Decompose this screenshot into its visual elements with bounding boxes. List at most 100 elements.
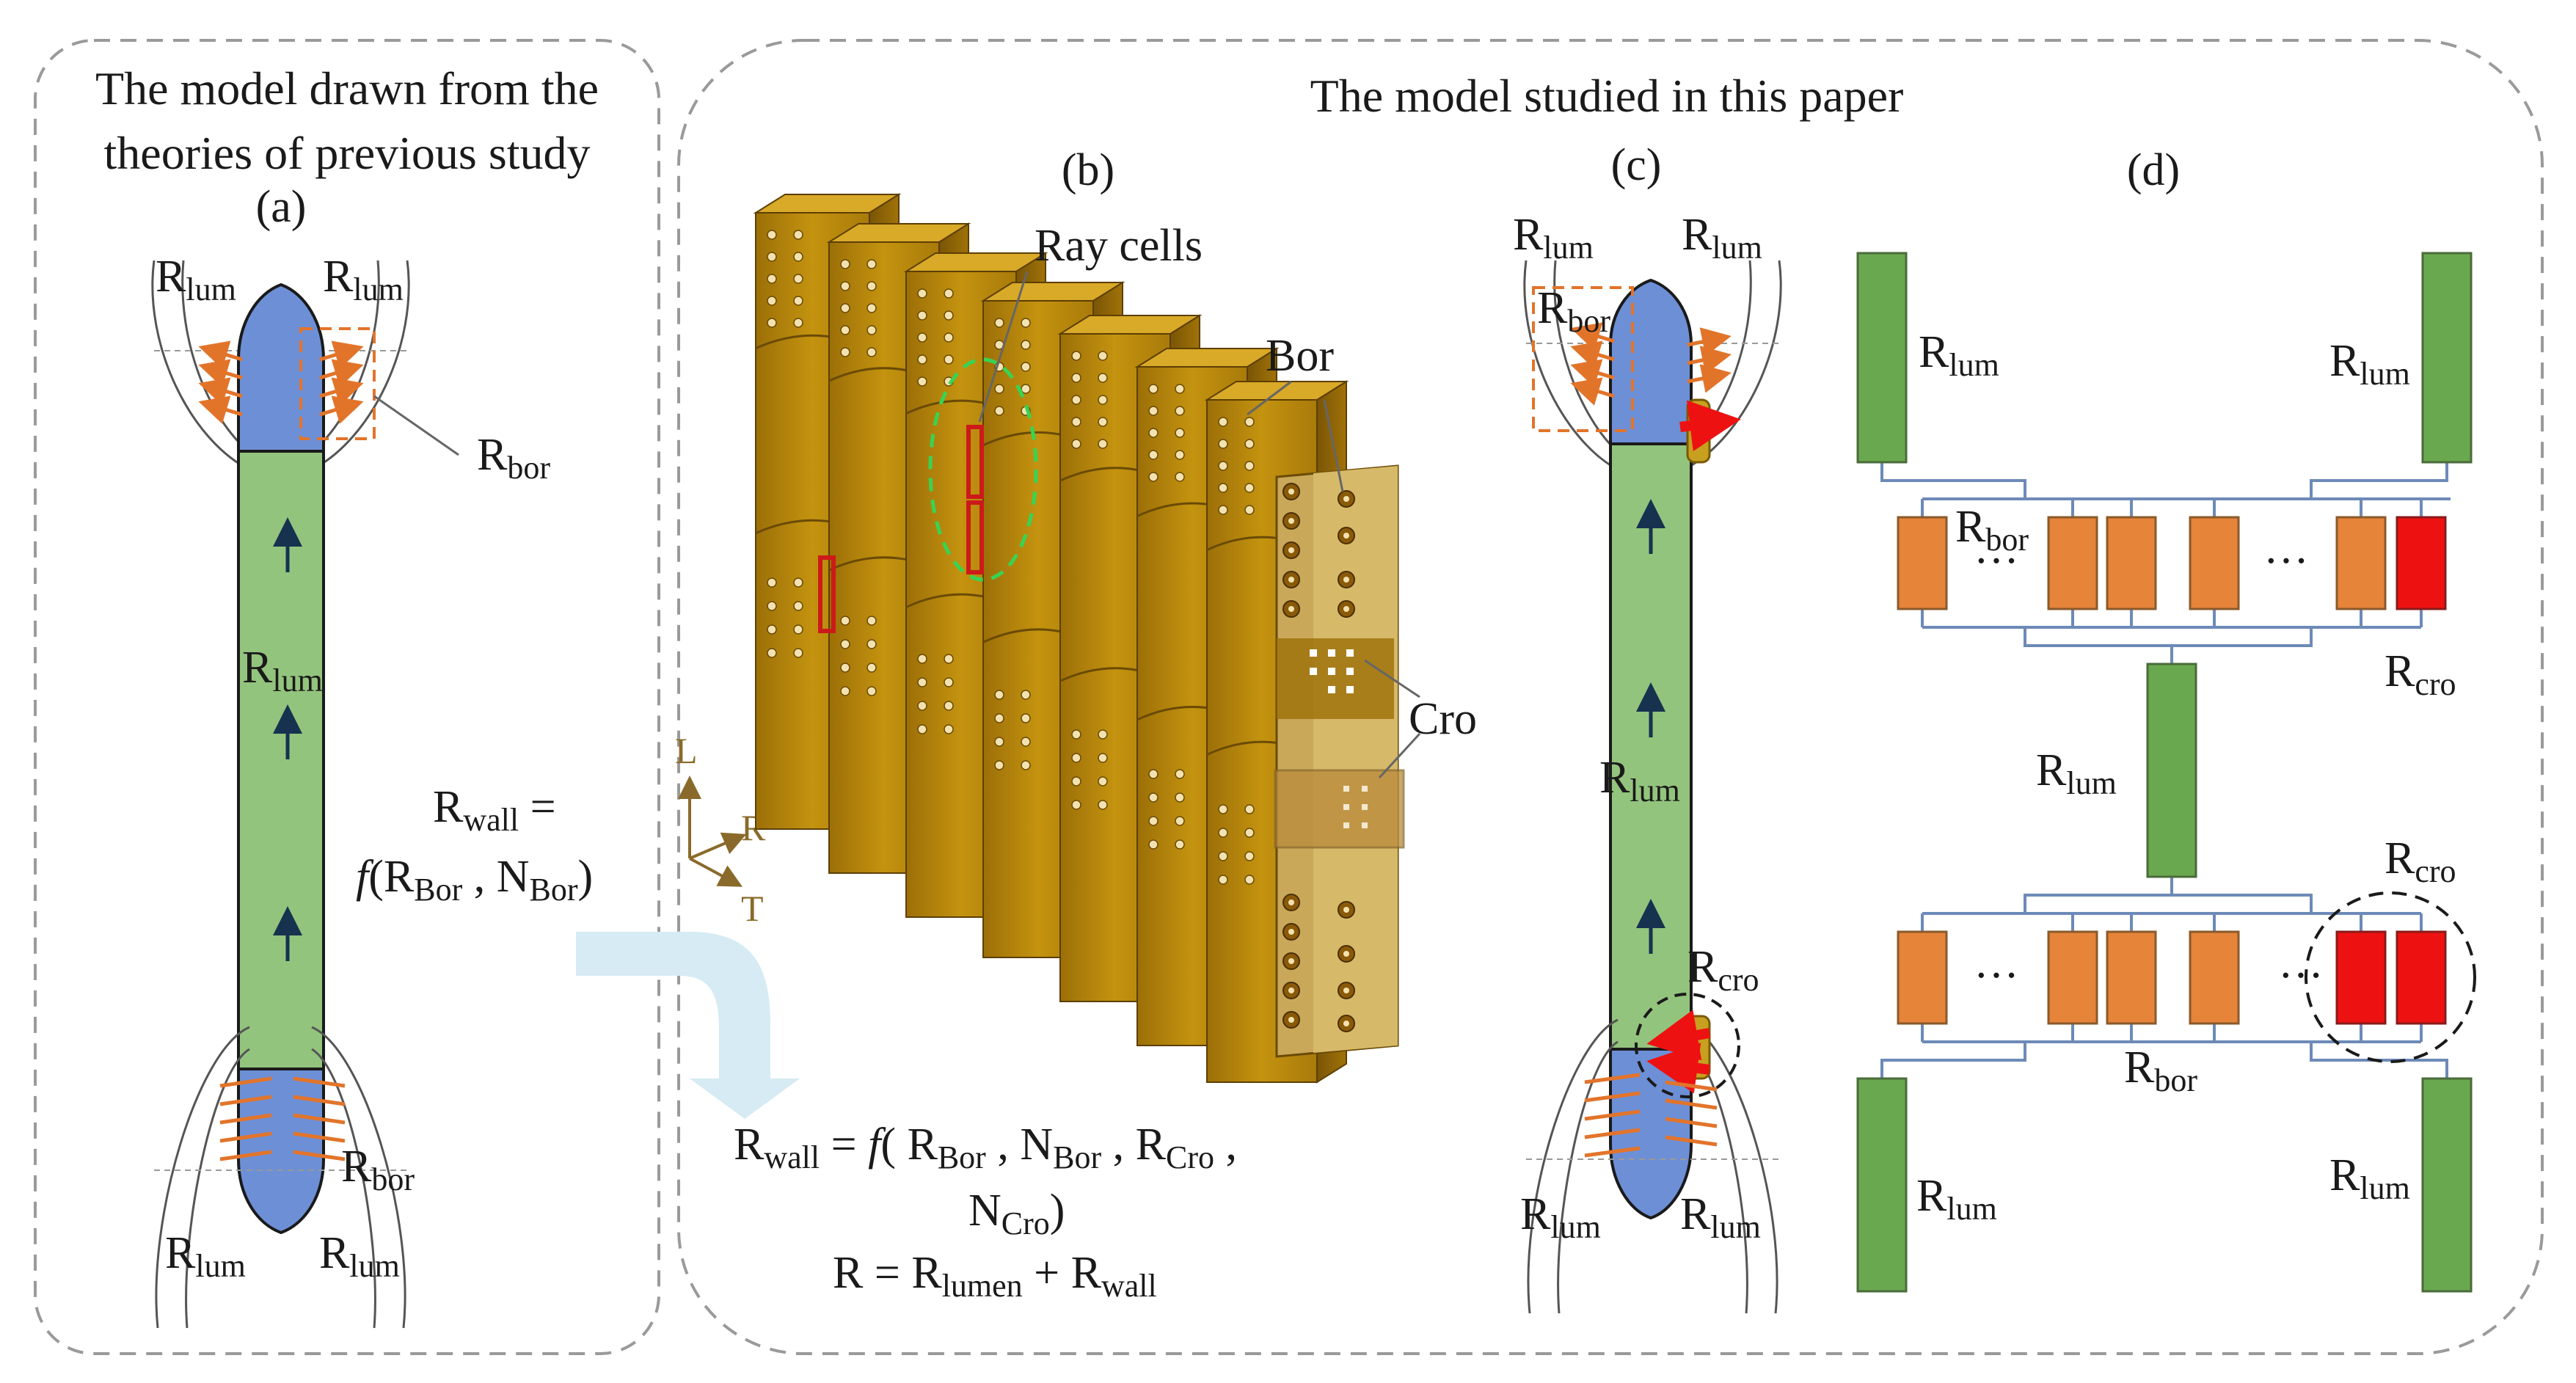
pit-dot [1098, 373, 1108, 383]
pit-dot [840, 639, 850, 649]
pit-dot [1098, 351, 1108, 361]
crossfield-pit-mark [1310, 668, 1317, 675]
label-rbor: Rbor [477, 430, 550, 486]
pit-aperture [1343, 951, 1349, 957]
pit-dot [1175, 839, 1185, 850]
pit-dot [917, 376, 927, 387]
pit-dot [1244, 483, 1255, 493]
neighbor-cell-outline [311, 1026, 406, 1329]
neighbor-cell-outline [1683, 1040, 1748, 1314]
crossfield-pit-mark [1343, 786, 1349, 792]
pit-dot [840, 325, 850, 335]
pit-dot [866, 281, 877, 291]
pit-dot [1071, 395, 1081, 405]
pit-dot [767, 252, 777, 262]
pit-dot [994, 713, 1004, 723]
pit-aperture [1288, 547, 1294, 553]
left-title-line1: The model drawn from the [95, 62, 599, 114]
pit-dot [917, 310, 927, 321]
pit-dot [1021, 384, 1031, 394]
pit-dot [1098, 439, 1108, 449]
ray-cells-leader [978, 271, 1029, 423]
label-rlum: Rlum [1916, 1171, 1997, 1227]
panel-a-tracheid: Rlum Rlum Rbor Rlum Rbor Rlum Rlum Rwall… [151, 252, 593, 1329]
label-rlum: Rlum [2036, 745, 2117, 801]
pit-dot [1021, 690, 1031, 700]
label-rlum: Rlum [156, 252, 236, 307]
bordered-pit-arrows-top-left [198, 340, 243, 424]
pit-dot [793, 624, 803, 635]
pit-dot [994, 406, 1004, 416]
bordered-pit-arrows-top-left [1570, 322, 1615, 406]
neighbor-cell-outline [1523, 260, 1619, 471]
panel-d-resistance-network: ··· ··· ··· ··· Rlum Rlum Rbor Rcro Rlum… [1856, 252, 2476, 1293]
pit-dot [1175, 816, 1185, 826]
resistor-crossfield [2335, 930, 2387, 1025]
axis-label-T: T [741, 888, 764, 929]
ellipsis: ··· [1974, 536, 2019, 586]
pit-dot [1218, 461, 1228, 471]
pit-dot [866, 686, 877, 696]
neighbor-cell-outline [155, 1026, 250, 1329]
pit-aperture [1288, 606, 1294, 612]
resistor-bordered-pit [2189, 516, 2240, 610]
pit-dot [1244, 828, 1255, 838]
pit-dot [1148, 450, 1159, 460]
right-title: The model studied in this paper [1310, 70, 1904, 122]
pit-dot [994, 690, 1004, 700]
pit-dot [767, 601, 777, 611]
pit-dot [1218, 828, 1228, 838]
resistor-bordered-pit [1897, 516, 1948, 610]
bordered-pit-highlight-box [299, 327, 376, 440]
pit-dot [1021, 737, 1031, 747]
resistor-lumen [2421, 1077, 2473, 1293]
ellipsis: ··· [2263, 536, 2309, 586]
pit-dot [767, 274, 777, 284]
pit-dot [944, 701, 954, 711]
crossfield-pit-mark [1343, 822, 1349, 828]
pit-dot [1071, 439, 1081, 449]
crossfield-dashed-circle [1635, 993, 1740, 1098]
bottom-pit-region [237, 1068, 325, 1235]
crossfield-pit-mark [1328, 668, 1335, 675]
pit-dot [840, 303, 850, 313]
pit-dot [1175, 406, 1185, 416]
pit-dot [767, 577, 777, 588]
crossfield-arrow [1646, 1010, 1711, 1061]
ellipsis: ··· [1974, 951, 2019, 1001]
bor-leader [1323, 399, 1344, 492]
crossfield-pit-mark [1362, 822, 1368, 828]
pit-dot [767, 230, 777, 240]
pit-dot [1175, 769, 1185, 779]
cro-leader [1378, 732, 1421, 779]
bordered-pit-arrows-bottom-right [293, 1076, 346, 1161]
pit-dot [793, 252, 803, 262]
pit-dot [917, 677, 927, 687]
resistor-bordered-pit [2047, 930, 2098, 1025]
crossfield-pit [1686, 398, 1711, 464]
pit-dot [917, 654, 927, 664]
cro-leader [1364, 659, 1420, 698]
ray-cell-outline [818, 555, 836, 633]
pit-dot [1218, 875, 1228, 885]
label-rbor: Rbor [341, 1142, 415, 1197]
left-dashed-frame [34, 39, 660, 1355]
label-rlum: Rlum [323, 252, 404, 307]
pit-dot [1021, 318, 1031, 328]
resistor-lumen [1856, 252, 1908, 464]
bordered-pit-arrows-top-right [1687, 327, 1732, 393]
ray-cell-dashed-ellipse [928, 357, 1038, 582]
panel-label-a: (a) [256, 182, 307, 232]
crossfield-pit-mark [1346, 686, 1354, 693]
label-rbor: Rbor [1537, 283, 1610, 339]
pit-dot [840, 281, 850, 291]
pit-aperture [1288, 958, 1294, 964]
crossfield-dashed-circle [2305, 891, 2476, 1063]
crossfield-pit-mark [1362, 786, 1368, 792]
formula-bottom-line2: NCro) [968, 1186, 1065, 1241]
pit-dot [1148, 406, 1159, 416]
pit-dot [866, 663, 877, 673]
pit-dot [917, 724, 927, 734]
resistor-crossfield [2396, 930, 2447, 1025]
